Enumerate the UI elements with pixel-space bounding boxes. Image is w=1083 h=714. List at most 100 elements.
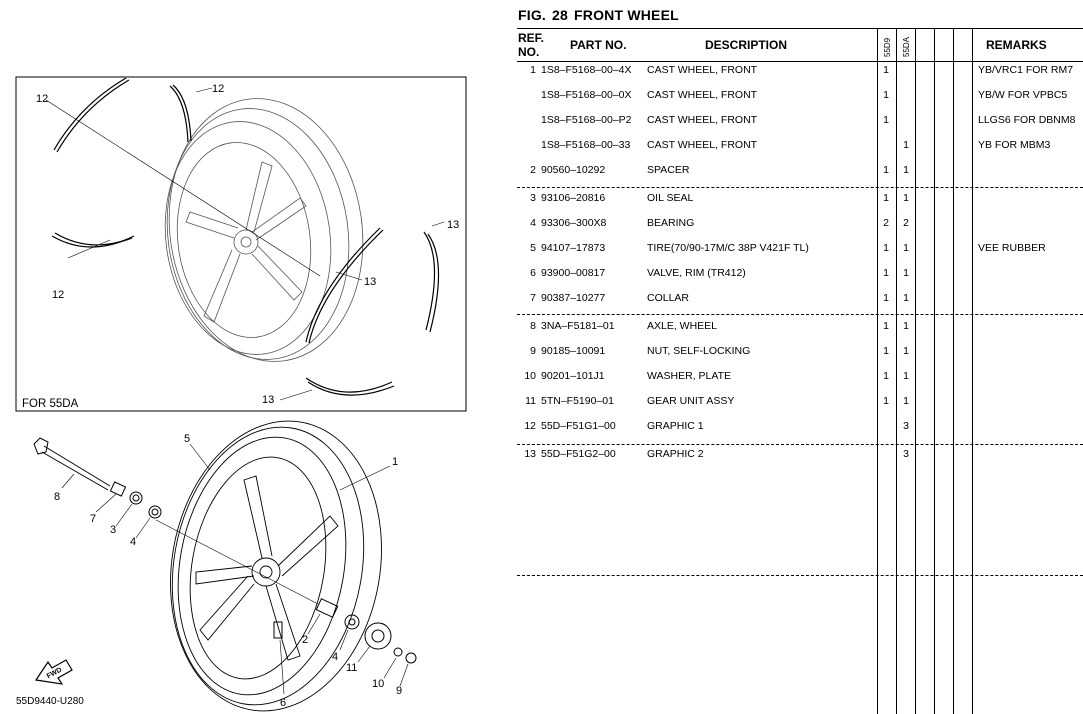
part-no: 90560–10292	[541, 164, 606, 176]
qty-55d9: 1	[883, 114, 889, 126]
figure-number: 28	[552, 7, 569, 23]
table-row: 3 93106–20816 OIL SEAL 1 1	[0, 192, 1083, 206]
part-no: 90387–10277	[541, 292, 606, 304]
inset-frame	[15, 76, 467, 412]
description: CAST WHEEL, FRONT	[647, 114, 758, 126]
description: BEARING	[647, 217, 695, 229]
table-row: 8 3NA–F5181–01 AXLE, WHEEL 1 1	[0, 320, 1083, 334]
description: NUT, SELF-LOCKING	[647, 345, 751, 357]
qty-55da: 1	[903, 370, 909, 382]
description: GRAPHIC 1	[647, 420, 704, 432]
description: VALVE, RIM (TR412)	[647, 267, 746, 279]
description: AXLE, WHEEL	[647, 320, 718, 332]
table-row: 2 90560–10292 SPACER 1 1	[0, 164, 1083, 178]
header-ref-line1: REF.	[518, 31, 545, 45]
fwd-arrow-icon: FWD	[34, 659, 73, 685]
group-rule-4	[517, 575, 1083, 576]
ref-no: 13	[524, 448, 536, 460]
callout-6: 6	[280, 697, 286, 709]
header-ref-line2: NO.	[518, 45, 540, 59]
qty-55d9: 1	[883, 242, 889, 254]
column-rule-3	[915, 28, 916, 714]
part-no: 55D–F51G2–00	[541, 448, 616, 460]
qty-55d9: 1	[883, 89, 889, 101]
inset-decals	[51, 77, 440, 396]
qty-55d9: 2	[883, 217, 889, 229]
callout-13a: 13	[364, 276, 376, 288]
table-row: 11 5TN–F5190–01 GEAR UNIT ASSY 1 1	[0, 395, 1083, 409]
qty-55d9: 1	[883, 267, 889, 279]
part-no: 93306–300X8	[541, 217, 607, 229]
part-no: 1S8–F5168–00–4X	[541, 64, 632, 76]
qty-55da: 1	[903, 292, 909, 304]
description: SPACER	[647, 164, 690, 176]
inset-wheel-drawing	[164, 98, 364, 362]
callout-4: 4	[130, 536, 136, 548]
remarks: LLGS6 FOR DBNM8	[978, 114, 1076, 126]
part-no: 90185–10091	[541, 345, 606, 357]
header-remarks: REMARKS	[986, 38, 1047, 52]
part-no: 1S8–F5168–00–0X	[541, 89, 632, 101]
description: OIL SEAL	[647, 192, 694, 204]
ref-no: 8	[530, 320, 536, 332]
inset-leader-lines	[45, 87, 445, 401]
description: CAST WHEEL, FRONT	[647, 89, 758, 101]
qty-55da: 1	[903, 320, 909, 332]
part-no: 3NA–F5181–01	[541, 320, 615, 332]
column-rule-2	[896, 28, 897, 714]
qty-55da: 1	[903, 139, 909, 151]
qty-55da: 1	[903, 267, 909, 279]
ref-no: 6	[530, 267, 536, 279]
remarks: YB/W FOR VPBC5	[978, 89, 1068, 101]
callout-2: 2	[302, 634, 308, 646]
qty-55d9: 1	[883, 192, 889, 204]
table-row: 1S8–F5168–00–33 CAST WHEEL, FRONT 1 YB F…	[0, 139, 1083, 153]
callout-13b: 13	[447, 219, 459, 231]
table-row: 13 55D–F51G2–00 GRAPHIC 2 3	[0, 448, 1083, 462]
table-header-rule	[517, 61, 1083, 62]
ref-no: 2	[530, 164, 536, 176]
description: GEAR UNIT ASSY	[647, 395, 735, 407]
callout-12a: 12	[36, 93, 48, 105]
qty-55d9: 1	[883, 164, 889, 176]
inset-label: FOR 55DA	[22, 398, 79, 410]
table-row: 12 55D–F51G1–00 GRAPHIC 1 3	[0, 420, 1083, 434]
qty-55da: 1	[903, 395, 909, 407]
remarks: VEE RUBBER	[978, 242, 1046, 254]
remarks: YB/VRC1 FOR RM7	[978, 64, 1074, 76]
table-row: 1 1S8–F5168–00–4X CAST WHEEL, FRONT 1 YB…	[0, 64, 1083, 78]
qty-55da: 3	[903, 448, 909, 460]
header-model-55d9: 55D9	[883, 37, 892, 57]
table-row: 5 94107–17873 TIRE(70/90-17M/C 38P V421F…	[0, 242, 1083, 256]
qty-55d9: 1	[883, 64, 889, 76]
callout-5: 5	[184, 433, 190, 445]
table-row: 4 93306–300X8 BEARING 2 2	[0, 217, 1083, 231]
header-description: DESCRIPTION	[705, 38, 788, 52]
part-no: 1S8–F5168–00–P2	[541, 114, 632, 126]
part-no: 1S8–F5168–00–33	[541, 139, 631, 151]
group-rule-3	[517, 444, 1083, 445]
description: CAST WHEEL, FRONT	[647, 139, 758, 151]
qty-55da: 1	[903, 164, 909, 176]
header-part-no: PART NO.	[570, 38, 627, 52]
remarks: YB FOR MBM3	[978, 139, 1051, 151]
callout-7: 7	[90, 513, 96, 525]
ref-no: 5	[530, 242, 536, 254]
main-leader-lines	[61, 443, 409, 695]
header-model-55da: 55DA	[902, 36, 911, 57]
qty-55d9: 1	[883, 370, 889, 382]
table-row: 1S8–F5168–00–0X CAST WHEEL, FRONT 1 YB/W…	[0, 89, 1083, 103]
table-row: 1S8–F5168–00–P2 CAST WHEEL, FRONT 1 LLGS…	[0, 114, 1083, 128]
table-row: 10 90201–101J1 WASHER, PLATE 1 1	[0, 370, 1083, 384]
ref-no: 3	[530, 192, 536, 204]
ref-no: 9	[530, 345, 536, 357]
table-row: 6 93900–00817 VALVE, RIM (TR412) 1 1	[0, 267, 1083, 281]
callout-13c: 13	[262, 394, 274, 406]
group-rule-1	[517, 187, 1083, 188]
description: GRAPHIC 2	[647, 448, 704, 460]
figure-name: FRONT WHEEL	[574, 7, 679, 23]
drawing-code: 55D9440-U280	[16, 696, 84, 707]
main-wheel-drawing	[170, 420, 382, 712]
callout-12c: 12	[52, 289, 64, 301]
